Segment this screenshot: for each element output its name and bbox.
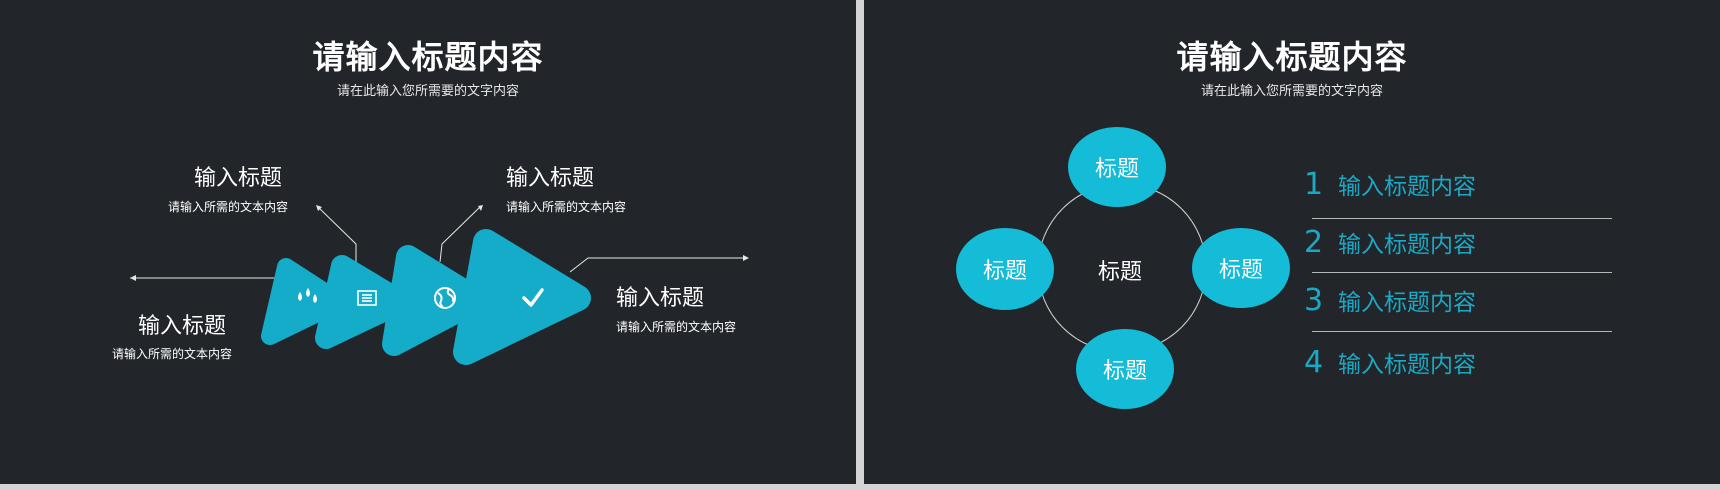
list-divider <box>1312 218 1612 219</box>
list-item-2: 2 输入标题内容 <box>1304 222 1476 262</box>
cycle-center-label: 标题 <box>1098 260 1143 285</box>
cycle-node-bottom: 标题 <box>1076 329 1174 409</box>
list-label: 输入标题内容 <box>1338 290 1476 316</box>
list-label: 输入标题内容 <box>1338 174 1476 200</box>
cycle-node-top: 标题 <box>1068 127 1166 207</box>
arrow-shape-4 <box>453 229 591 365</box>
left-slide-title: 请输入标题内容 <box>312 38 544 76</box>
connector-line-right <box>569 257 748 273</box>
list-divider <box>1312 331 1612 332</box>
cycle-node-right: 标题 <box>1192 228 1290 308</box>
callout-heading-bottom-left: 输入标题 <box>138 314 227 339</box>
arrow-shape-1 <box>261 258 349 345</box>
callout-text-top-left: 请输入所需的文本内容 <box>168 200 289 214</box>
list-number: 4 <box>1304 344 1324 380</box>
arrow-shape-2 <box>315 255 413 349</box>
list-item-4: 4 输入标题内容 <box>1304 342 1476 382</box>
globe-icon <box>434 287 456 309</box>
right-slide-subtitle: 请在此输入您所需要的文字内容 <box>1200 84 1383 99</box>
cycle-node-left: 标题 <box>956 228 1054 310</box>
callout-text-right: 请输入所需的文本内容 <box>616 320 737 334</box>
newspaper-icon <box>357 290 377 306</box>
callout-heading-top-left: 输入标题 <box>194 166 283 191</box>
right-slide-title: 请输入标题内容 <box>1176 38 1408 76</box>
callout-heading-right: 输入标题 <box>616 286 705 311</box>
callout-text-top-right: 请输入所需的文本内容 <box>506 200 627 214</box>
callout-heading-top-right: 输入标题 <box>506 166 595 191</box>
check-icon <box>522 288 544 307</box>
drops-icon <box>298 288 317 303</box>
arrow-diagram <box>130 205 749 365</box>
list-number: 3 <box>1304 282 1324 318</box>
connector-line-3 <box>439 206 481 263</box>
list-item-3: 3 输入标题内容 <box>1304 280 1476 320</box>
list-item-1: 1 输入标题内容 <box>1304 164 1476 204</box>
list-number: 1 <box>1304 166 1324 202</box>
callout-text-bottom-left: 请输入所需的文本内容 <box>112 347 233 361</box>
connector-line-2 <box>317 206 357 262</box>
list-divider <box>1312 272 1612 273</box>
connector-lines <box>130 205 749 281</box>
list-label: 输入标题内容 <box>1338 232 1476 258</box>
list-label: 输入标题内容 <box>1338 352 1476 378</box>
left-slide: 请输入标题内容 请在此输入您所需要的文字内容 <box>0 0 856 484</box>
left-slide-subtitle: 请在此输入您所需要的文字内容 <box>336 84 519 99</box>
list-number: 2 <box>1304 224 1324 260</box>
